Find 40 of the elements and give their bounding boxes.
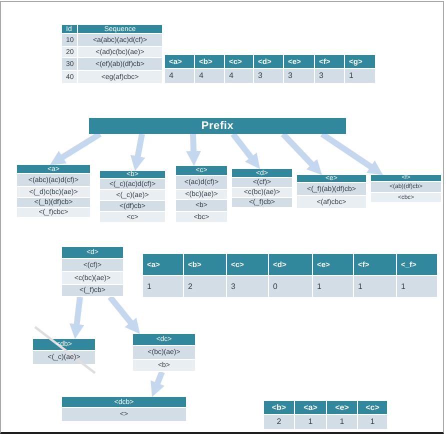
table-cell: 4 bbox=[165, 69, 194, 83]
table-cell: 3 bbox=[315, 69, 344, 83]
table-cell: 3 bbox=[254, 69, 283, 83]
table-cell: 2 bbox=[264, 415, 294, 429]
table-cell: 1 bbox=[358, 415, 387, 429]
table-cell: 1 bbox=[313, 276, 353, 297]
table-cell: 3 bbox=[284, 69, 314, 83]
projection-table bbox=[133, 334, 195, 372]
table-cell: 1 bbox=[354, 276, 396, 297]
column-header: <a> bbox=[295, 401, 326, 414]
column-header: <e> bbox=[327, 401, 357, 414]
projection-table bbox=[17, 165, 90, 218]
table-cell: 2 bbox=[184, 276, 226, 297]
projection-table bbox=[100, 171, 165, 223]
projection-table bbox=[371, 175, 441, 203]
table-cell: 4 bbox=[195, 69, 224, 83]
arrow bbox=[186, 134, 202, 166]
table-cell: 3 bbox=[227, 276, 268, 297]
column-header: <b> bbox=[264, 401, 294, 414]
arrow bbox=[320, 132, 385, 178]
arrow bbox=[69, 296, 84, 340]
table-cell: 4 bbox=[225, 69, 253, 83]
arrow bbox=[130, 133, 146, 172]
table-cell: 1 bbox=[345, 69, 375, 83]
projection-table bbox=[62, 397, 186, 422]
projection-table bbox=[176, 166, 227, 223]
arrow bbox=[230, 132, 262, 171]
arrow bbox=[149, 370, 165, 398]
table-cell: 0 bbox=[269, 276, 312, 297]
projection-table bbox=[297, 175, 366, 209]
table-cell: 1 bbox=[397, 276, 437, 297]
projection-table bbox=[62, 247, 123, 297]
projection-table bbox=[232, 169, 292, 208]
table-cell: 1 bbox=[295, 415, 326, 429]
prefix-banner: Prefix bbox=[89, 118, 346, 134]
arrow bbox=[280, 132, 324, 178]
arrow bbox=[108, 295, 142, 336]
column-header: <c> bbox=[358, 401, 387, 414]
table-cell: 1 bbox=[327, 415, 357, 429]
table-cell: 1 bbox=[143, 276, 183, 297]
